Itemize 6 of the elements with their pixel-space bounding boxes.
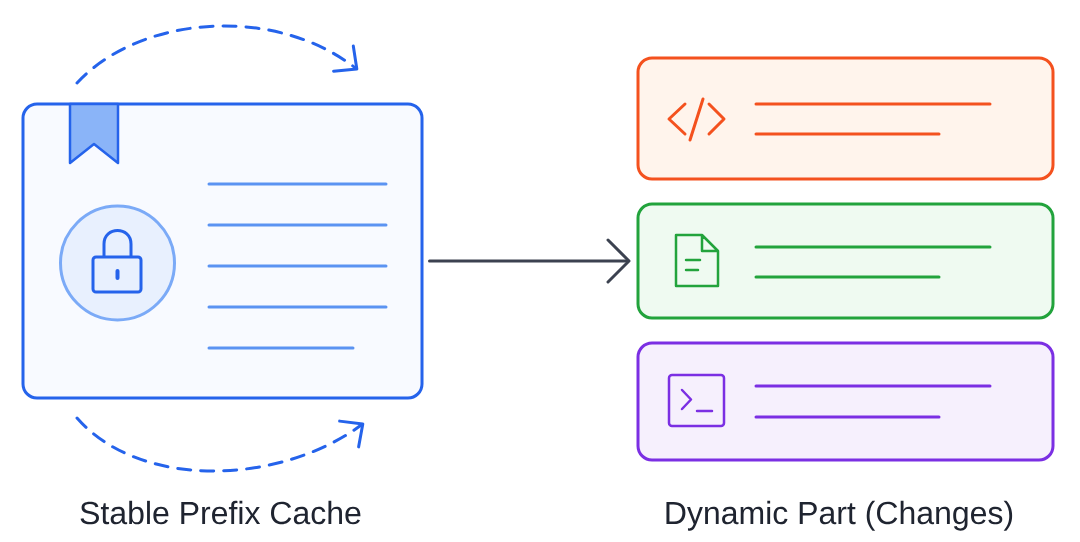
card <box>636 341 1055 462</box>
card <box>636 202 1055 320</box>
card <box>636 56 1055 181</box>
caption: Stable Prefix Cache <box>80 500 361 525</box>
arrow <box>428 238 631 284</box>
caption: Dynamic Part (Changes) <box>666 500 1013 531</box>
